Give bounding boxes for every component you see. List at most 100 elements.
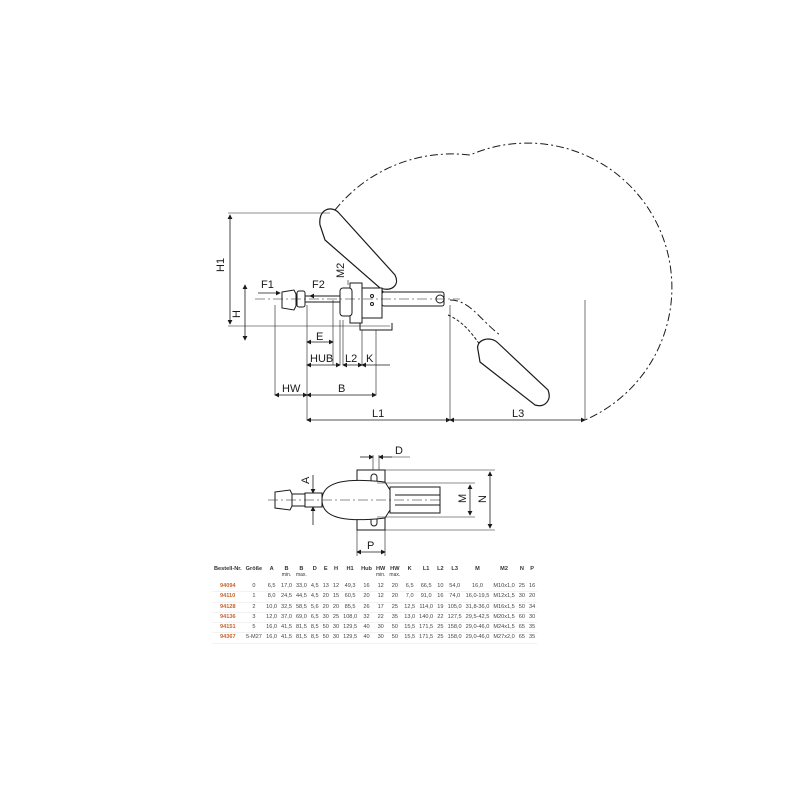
label-M: M (457, 494, 469, 503)
swing-arc (334, 142, 673, 421)
table-cell: 50 (387, 632, 403, 644)
label-F2: F2 (312, 279, 325, 291)
order-number: 94110 (212, 591, 244, 603)
table-cell: 5 (243, 622, 265, 634)
column-header-sublabel: min. (281, 572, 292, 578)
order-number: 94094 (212, 582, 244, 593)
column-header-label: HW (376, 566, 386, 572)
table-cell: 74,0 (445, 591, 464, 603)
table-cell: 34 (527, 602, 538, 613)
column-header: L2 (435, 566, 446, 582)
table-cell: 26 (359, 602, 374, 613)
side-view (227, 142, 673, 423)
table-cell: 85,5 (341, 602, 360, 613)
column-header-label: HW (390, 566, 400, 572)
table-cell: 65 (516, 632, 528, 644)
table-cell: 17,0 (279, 582, 294, 593)
table-cell: 6,5 (264, 582, 280, 593)
column-header: E (321, 566, 331, 582)
table-cell: 30 (320, 612, 331, 624)
column-header: M2 (491, 566, 516, 582)
table-cell: 50 (516, 602, 528, 613)
table-cell: 15 (330, 591, 342, 603)
table-cell: 114,0 (417, 602, 436, 613)
order-number: 94367 (212, 632, 244, 644)
table-cell: 16,0 (463, 582, 492, 593)
table-cell: 25 (330, 612, 342, 624)
table-cell: 1 (243, 591, 265, 603)
column-header: A (264, 566, 279, 582)
table-cell: 30 (373, 622, 388, 634)
order-number: 94128 (212, 602, 244, 613)
table-cell: M12x1,5 (491, 591, 517, 603)
column-header: L3 (446, 566, 464, 582)
table-cell: 41,5 (279, 632, 294, 644)
table-cell: 50 (320, 622, 331, 634)
table-cell: 10,0 (264, 602, 280, 613)
table-cell: 20 (320, 591, 331, 603)
table-cell: 129,5 (341, 622, 360, 634)
column-header: K (402, 566, 417, 582)
column-header-label: M2 (500, 566, 508, 572)
table-cell: 91,0 (417, 591, 436, 603)
order-number: 94151 (212, 622, 244, 634)
column-header-label: M (475, 566, 480, 572)
column-header: L1 (417, 566, 435, 582)
label-P: P (367, 540, 374, 552)
table-cell: 40 (359, 632, 374, 644)
table-cell: 29,0-46,0 (463, 632, 492, 644)
column-header: P (527, 566, 537, 582)
table-cell: 20 (387, 582, 403, 593)
table-cell: 5-M27 (243, 632, 265, 644)
table-cell: 25 (516, 582, 528, 593)
table-cell: 22 (435, 612, 446, 624)
table-cell: 158,0 (445, 632, 464, 644)
table-cell: 12 (373, 591, 388, 603)
table-cell: 29,0-46,0 (463, 622, 492, 634)
label-HW: HW (282, 383, 301, 395)
table-cell: 3 (243, 612, 265, 624)
table-cell: M27x2,0 (491, 632, 517, 644)
column-header-label: P (530, 566, 534, 572)
column-header: H (331, 566, 341, 582)
top-view-labels: D A M N P (300, 445, 489, 552)
table-cell: 44,5 (293, 591, 309, 603)
table-cell: 16 (359, 582, 374, 593)
table-cell: 10 (435, 582, 446, 593)
column-header-sublabel: min. (375, 572, 386, 578)
column-header-label: H1 (346, 566, 354, 572)
table-cell: 29,5-42,5 (463, 612, 492, 624)
table-cell: 16,0 (264, 622, 280, 634)
table-cell: 25 (387, 602, 403, 613)
table-cell: M24x1,5 (491, 622, 517, 634)
table-cell: 16,0-19,5 (463, 591, 492, 603)
column-header-label: N (519, 566, 524, 572)
table-cell: 12,5 (402, 602, 418, 613)
table-cell: 24,5 (279, 591, 294, 603)
column-header: N (517, 566, 527, 582)
column-header-label: L2 (437, 566, 444, 572)
handle-lower (477, 338, 550, 407)
table-cell: 50 (320, 632, 331, 644)
column-header-label: K (407, 566, 412, 572)
label-F1: F1 (261, 279, 274, 291)
table-cell: 81,5 (293, 632, 309, 644)
table-cell: 32,5 (279, 602, 294, 613)
column-header-label: H (333, 566, 338, 572)
column-header-label: Größe (245, 566, 263, 572)
table-cell: 129,5 (341, 632, 360, 644)
label-D: D (395, 445, 403, 457)
table-cell: 171,5 (417, 622, 436, 634)
label-N: N (477, 495, 489, 503)
table-cell: 49,3 (341, 582, 360, 593)
column-header: H1 (341, 566, 359, 582)
table-cell: 16,0 (264, 632, 280, 644)
table-cell: 31,8-36,0 (463, 602, 492, 613)
table-cell: 6,5 (402, 582, 418, 593)
label-M2: M2 (335, 263, 347, 278)
